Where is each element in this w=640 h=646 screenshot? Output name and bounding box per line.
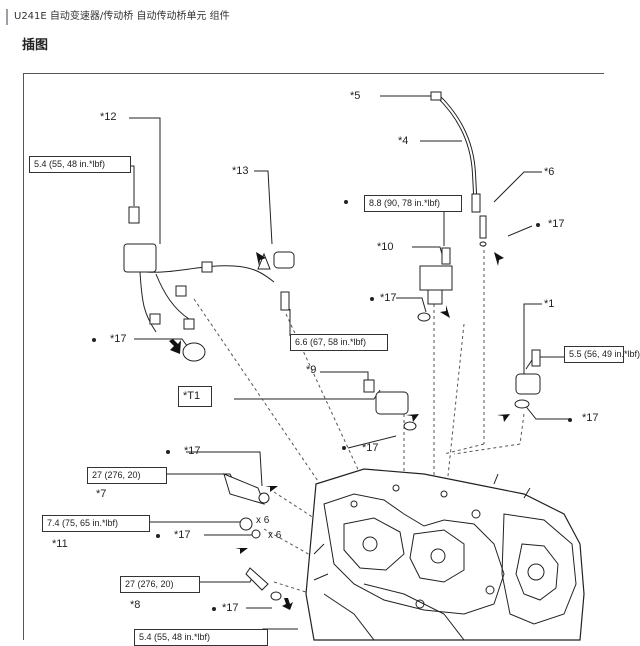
callout-13: *13 (232, 165, 249, 177)
o-ring-left (182, 342, 206, 362)
leader-17d (347, 435, 397, 449)
leader-17c (523, 403, 571, 420)
exploded-parts-diagram: *12 *13 *5 *4 *6 *17 *10 *17 *1 *17 *9 *… (23, 73, 640, 646)
callout-17h: *17 (222, 602, 239, 614)
bullet-17e (166, 450, 170, 454)
bolt-13 (280, 291, 290, 311)
torque-box-11: 7.4 (75, 65 in.*lbf) (42, 515, 150, 532)
bullet-17c (568, 418, 572, 422)
callout-11: *11 (52, 538, 68, 550)
bullet-torque-10 (344, 200, 348, 204)
sensor-1 (515, 373, 541, 395)
diagram-drawing (122, 91, 585, 641)
cable-end-5 (430, 91, 442, 101)
bullet-17a (536, 223, 540, 227)
callout-17c: *17 (582, 412, 599, 424)
tool-box-T1: *T1 (178, 386, 212, 407)
bullet-17h (212, 607, 216, 611)
bullet-17-left (92, 338, 96, 342)
callout-7: *7 (96, 488, 107, 500)
leader-17b (396, 297, 427, 313)
section-title: 插图 (22, 38, 49, 53)
callout-4: *4 (398, 135, 409, 147)
leader-1 (523, 303, 542, 374)
callout-6: *6 (544, 166, 555, 178)
callout-5: *5 (350, 90, 361, 102)
callout-10: *10 (377, 241, 394, 253)
callout-17a: *17 (548, 218, 565, 230)
torque-box-1: 5.5 (56, 49 in.*lbf) (564, 346, 640, 363)
quantity-x6-a: x 6 (256, 515, 270, 526)
leader-9 (320, 371, 369, 384)
quantity-x6-b: x 6 (268, 530, 282, 541)
leader-t6-box (142, 521, 247, 525)
sensor-10 (419, 265, 453, 291)
torque-box-12: 5.4 (55, 48 in.*lbf) (29, 156, 131, 173)
leader-13 (254, 170, 273, 245)
leader-t8-box (262, 628, 298, 640)
callout-17e: *17 (184, 445, 201, 457)
sensor-9 (375, 391, 409, 415)
leader-17a (507, 225, 533, 237)
leader-17e (186, 451, 263, 487)
bolt-12 (128, 206, 140, 224)
leader-t7-box (192, 573, 255, 583)
callout-17b: *17 (380, 292, 397, 304)
callout-17g: *17 (174, 529, 191, 541)
torque-box-7: 27 (276, 20) (87, 467, 167, 484)
harness-connector (123, 243, 157, 273)
breadcrumb: U241E 自动变速器/传动桥 自动传动桥单元 组件 (6, 9, 230, 25)
torque-box-13: 6.6 (67, 58 in.*lbf) (290, 334, 388, 351)
leader-10 (412, 246, 443, 255)
leader-12 (129, 117, 161, 244)
fitting-8 (245, 567, 269, 591)
fitting-7 (223, 473, 265, 505)
leader-6 (493, 171, 542, 203)
leader-T1 (234, 389, 381, 400)
callout-12: *12 (100, 111, 117, 123)
callout-8: *8 (130, 599, 141, 611)
callout-17d: *17 (362, 442, 379, 454)
torque-box-10: 8.8 (90, 78 in.*lbf) (364, 195, 462, 212)
torque-box-8: 27 (276, 20) (120, 576, 200, 593)
bullet-17b (370, 297, 374, 301)
bullet-17d (342, 446, 346, 450)
callout-17-left: *17 (110, 333, 127, 345)
torque-box-bottom: 5.4 (55, 48 in.*lbf) (134, 629, 268, 646)
callout-9: *9 (306, 364, 317, 376)
bullet-17g (156, 534, 160, 538)
callout-1: *1 (544, 298, 555, 310)
leader-17-left (134, 338, 191, 351)
